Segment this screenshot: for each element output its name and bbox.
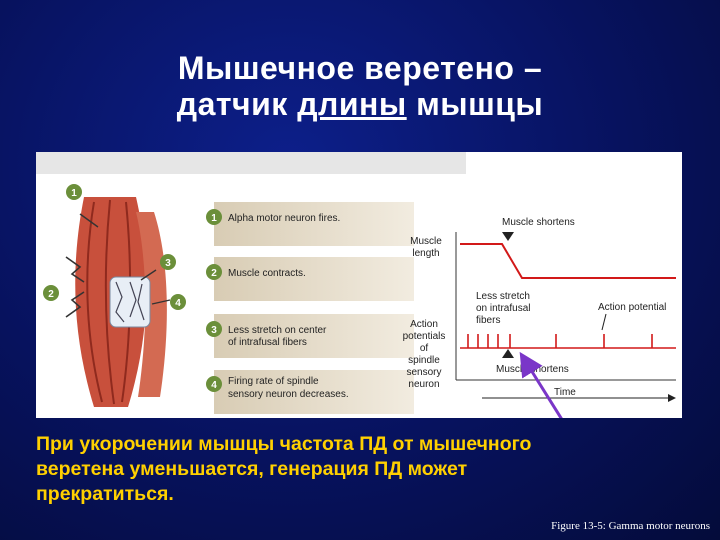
step-2-text: Muscle contracts. (228, 268, 306, 279)
muscle-length-label-line-2: length (412, 248, 439, 259)
step-4-text-line-2: sensory neuron decreases. (228, 389, 349, 400)
figure-reference: Figure 13-5: Gamma motor neurons (551, 520, 710, 532)
slide-title-line-1: Мышечное веретено – (177, 50, 543, 86)
title-text-a: датчик (176, 86, 298, 122)
step-1-text: Alpha motor neuron fires. (228, 213, 340, 224)
callout-3-label: 3 (165, 258, 171, 269)
ap-label-line-5: sensory (406, 367, 441, 378)
step-1: 1 Alpha motor neuron fires. (206, 202, 414, 246)
step-4-number: 4 (211, 380, 217, 391)
step-3: 3 Less stretch on center of intrafusal f… (206, 314, 414, 358)
step-3-number: 3 (211, 325, 217, 336)
top-strip (36, 152, 466, 174)
slide-caption: При укорочении мышцы частота ПД от мышеч… (36, 432, 676, 507)
ap-label-line-6: neuron (408, 379, 439, 390)
callout-4-label: 4 (175, 298, 181, 309)
muscle-spindle-figure: 1 2 3 4 1 Alpha motor neuron fires. 2 Mu… (36, 152, 676, 443)
muscle-length-label-line-1: Muscle (410, 236, 442, 247)
action-potential-pointer (601, 313, 607, 331)
step-2-number: 2 (211, 268, 217, 279)
figure-panel: 1 2 3 4 1 Alpha motor neuron fires. 2 Mu… (36, 152, 682, 443)
ap-label-line-1: Action (410, 319, 438, 330)
time-arrowhead (668, 394, 676, 402)
caption-line-2: веретена уменьшается, генерация ПД может (36, 458, 468, 480)
step-3-text-line-2: of intrafusal fibers (228, 337, 307, 348)
ap-spikes (467, 334, 653, 348)
slide-title-line-2: датчик длины мышцы (0, 86, 720, 122)
muscle-shortens-top-marker (502, 232, 514, 241)
caption-line-3: прекратиться. (36, 483, 174, 505)
title-text-c: мышцы (406, 86, 544, 122)
step-4-text-line-1: Firing rate of spindle (228, 376, 319, 387)
action-potential-label: Action potential (598, 302, 666, 313)
callout-2-label: 2 (48, 289, 54, 300)
less-stretch-label-line-1: Less stretch (476, 291, 530, 302)
step-3-text-line-1: Less stretch on center (228, 325, 327, 336)
less-stretch-label-line-3: fibers (476, 315, 500, 326)
step-2: 2 Muscle contracts. (206, 257, 414, 301)
caption-line-1: При укорочении мышцы частота ПД от мышеч… (36, 433, 532, 455)
muscle-shortens-top-label: Muscle shortens (502, 217, 575, 228)
muscle-illustration (65, 197, 171, 407)
step-1-number: 1 (211, 213, 217, 224)
time-label: Time (554, 387, 576, 398)
step-4: 4 Firing rate of spindle sensory neuron … (206, 370, 414, 414)
title-underlined-word: длины (297, 86, 407, 122)
muscle-length-trace (460, 243, 676, 279)
less-stretch-label-line-2: on intrafusal (476, 303, 530, 314)
callout-1-label: 1 (71, 188, 77, 199)
callout-3: 3 (160, 254, 176, 270)
muscle-shortens-bottom-marker (502, 349, 514, 358)
ap-label-line-2: potentials (403, 331, 446, 342)
callout-4: 4 (170, 294, 186, 310)
callout-2: 2 (43, 285, 59, 301)
ap-label-line-3: of (420, 343, 429, 354)
callout-1: 1 (66, 184, 82, 200)
ap-label-line-4: spindle (408, 355, 440, 366)
